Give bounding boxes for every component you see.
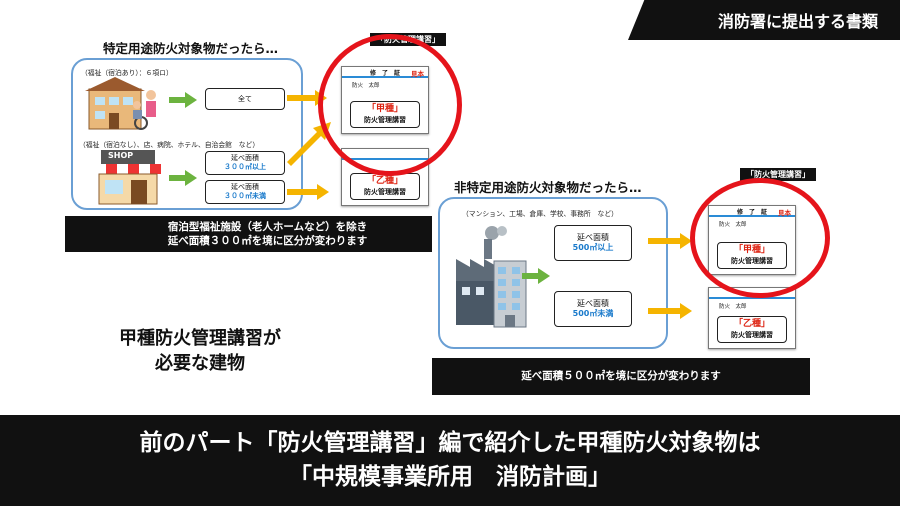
group-label-shop: （福祉（宿泊なし）、店、病院、ホテル、自治会館 など） [79, 141, 260, 149]
condition-value: ３００㎡未満 [224, 192, 266, 200]
cert-course-box: 「乙種」 防火管理講習 [717, 316, 787, 343]
cert-course-box: 「乙種」 防火管理講習 [350, 173, 420, 200]
panel-title: 特定用途防火対象物だったら… [103, 41, 279, 56]
building-group-box [438, 197, 668, 349]
condition-value: 500㎡以上 [572, 243, 614, 252]
side-caption-line: 必要な建物 [155, 353, 245, 375]
factory-building-icon [456, 226, 527, 328]
condition-box-under-300: 延べ面積 ３００㎡未満 [205, 180, 285, 204]
arrow-right-icon [287, 184, 329, 200]
condition-value: 500㎡未満 [572, 309, 614, 318]
cert-holder-name: 防火 太郎 [719, 304, 747, 310]
arrow-diagonal-icon [287, 122, 331, 166]
group-label-factory: （マンション、工場、倉庫、学校、事務所 など） [462, 210, 618, 218]
arrow-right-icon [287, 90, 327, 106]
summary-line: 延べ面積３００㎡を境に区分が変わります [167, 235, 368, 247]
bottom-caption-line: 「中規模事業所用 消防計画」 [289, 463, 611, 490]
highlight-ring [690, 178, 830, 298]
shop-icon [95, 150, 161, 205]
top-tag: 消防署に提出する書類 [628, 0, 900, 40]
condition-label: 延べ面積 [577, 299, 609, 308]
condition-text: 全て [238, 94, 252, 103]
condition-box-over-300: 延べ面積 ３００㎡以上 [205, 151, 285, 175]
condition-label: 延べ面積 [577, 233, 609, 242]
top-tag-label: 消防署に提出する書類 [717, 12, 878, 31]
side-caption-line: 甲種防火管理講習が [119, 328, 281, 349]
non-specific-summary-bar: 延べ面積５００㎡を境に区分が変わります [432, 358, 810, 395]
condition-value: ３００㎡以上 [224, 163, 266, 171]
condition-label: 延べ面積 [231, 183, 259, 192]
cert-kind: 「乙種」 [366, 176, 403, 187]
arrow-right-icon [169, 170, 197, 186]
condition-label: 延べ面積 [231, 154, 259, 163]
bottom-caption-bar: 前のパート「防火管理講習」編で紹介した甲種防火対象物は 「中規模事業所用 消防計… [0, 415, 900, 506]
nursing-home-icon [85, 77, 156, 130]
cert-course: 防火管理講習 [364, 187, 406, 196]
group-label-welfare: （福祉（宿泊あり）：６項ロ） [81, 69, 173, 77]
condition-box-all: 全て [205, 88, 285, 110]
specific-summary-bar: 宿泊型福祉施設（老人ホームなど）を除き 延べ面積３００㎡を境に区分が変わります [65, 216, 470, 252]
arrow-right-icon [169, 92, 197, 108]
side-caption: 甲種防火管理講習が 必要な建物 [70, 326, 330, 376]
certificate-otsu: 防火 太郎 「乙種」 防火管理講習 [708, 287, 796, 349]
arrow-right-icon [522, 268, 550, 284]
arrow-right-icon [648, 233, 692, 249]
cert-course: 防火管理講習 [731, 330, 773, 339]
building-group-box [71, 58, 303, 210]
summary-line: 延べ面積５００㎡を境に区分が変わります [521, 370, 721, 383]
bottom-caption-line: 前のパート「防火管理講習」編で紹介した甲種防火対象物は [139, 430, 761, 457]
summary-line: 宿泊型福祉施設（老人ホームなど）を除き [167, 220, 368, 233]
arrow-right-icon [648, 303, 692, 319]
panel-title: 非特定用途防火対象物だったら… [454, 180, 642, 195]
condition-box-over-500: 延べ面積 500㎡以上 [554, 225, 632, 261]
cert-kind: 「乙種」 [733, 319, 770, 330]
shop-sign: SHOP [108, 151, 134, 160]
condition-box-under-500: 延べ面積 500㎡未満 [554, 291, 632, 327]
cert-header-line [709, 297, 795, 299]
course-corner-label: 「防火管理講習」 [740, 168, 816, 181]
highlight-ring [318, 34, 462, 176]
